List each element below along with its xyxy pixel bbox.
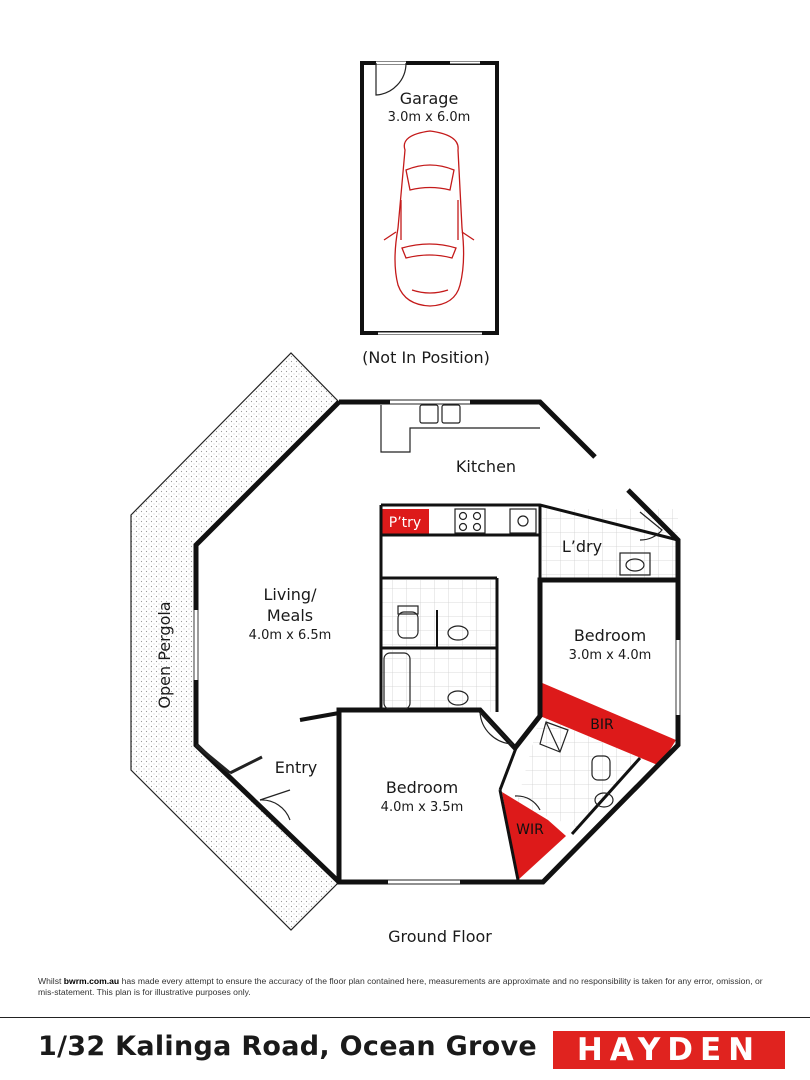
garage-note: (Not In Position): [362, 348, 490, 367]
pantry: [382, 509, 429, 534]
bedroom1-label: Bedroom: [386, 778, 458, 797]
kitchen-label: Kitchen: [456, 457, 516, 476]
bedroom2-label: Bedroom: [574, 626, 646, 645]
bir-closet: [540, 682, 676, 766]
wir-label: WIR: [516, 822, 544, 838]
kitchen-fixtures: [380, 404, 540, 534]
floor-label: Ground Floor: [388, 927, 492, 946]
doors: [259, 511, 663, 821]
disclaimer-text: has made every attempt to ensure the acc…: [38, 976, 763, 997]
footer-divider: [0, 1017, 810, 1018]
laundry-label: L’dry: [562, 537, 602, 556]
bathroom-fixtures: [383, 552, 651, 808]
wir-closet: [502, 792, 566, 880]
disclaimer-site: bwrm.com.au: [63, 976, 120, 986]
garage: Garage 3.0m x 6.0m: [360, 61, 499, 335]
living-label-line2: Meals: [267, 606, 313, 625]
hayden-logo: HAYDEN: [553, 1031, 785, 1069]
bedroom2-dimensions: 3.0m x 4.0m: [569, 648, 652, 663]
pantry-label: P’try: [389, 515, 421, 531]
windows: [193, 399, 681, 885]
bedroom1-dimensions: 4.0m x 3.5m: [381, 800, 464, 815]
living-label-line1: Living/: [264, 585, 318, 604]
ensuite-tiles: [516, 716, 640, 828]
disclaimer-prefix: Whilst: [38, 976, 64, 986]
disclaimer: Whilst bwrm.com.au has made every attemp…: [38, 976, 778, 998]
pergola-label: Open Pergola: [155, 601, 174, 708]
living-dimensions: 4.0m x 6.5m: [249, 628, 332, 643]
garage-label: Garage: [400, 89, 459, 108]
car-icon: [383, 130, 475, 307]
bathroom-tiles: [381, 650, 497, 712]
property-address: 1/32 Kalinga Road, Ocean Grove: [38, 1031, 538, 1062]
garage-dimensions: 3.0m x 6.0m: [388, 110, 471, 125]
entry-label: Entry: [275, 758, 318, 777]
bir-label: BIR: [590, 717, 614, 733]
